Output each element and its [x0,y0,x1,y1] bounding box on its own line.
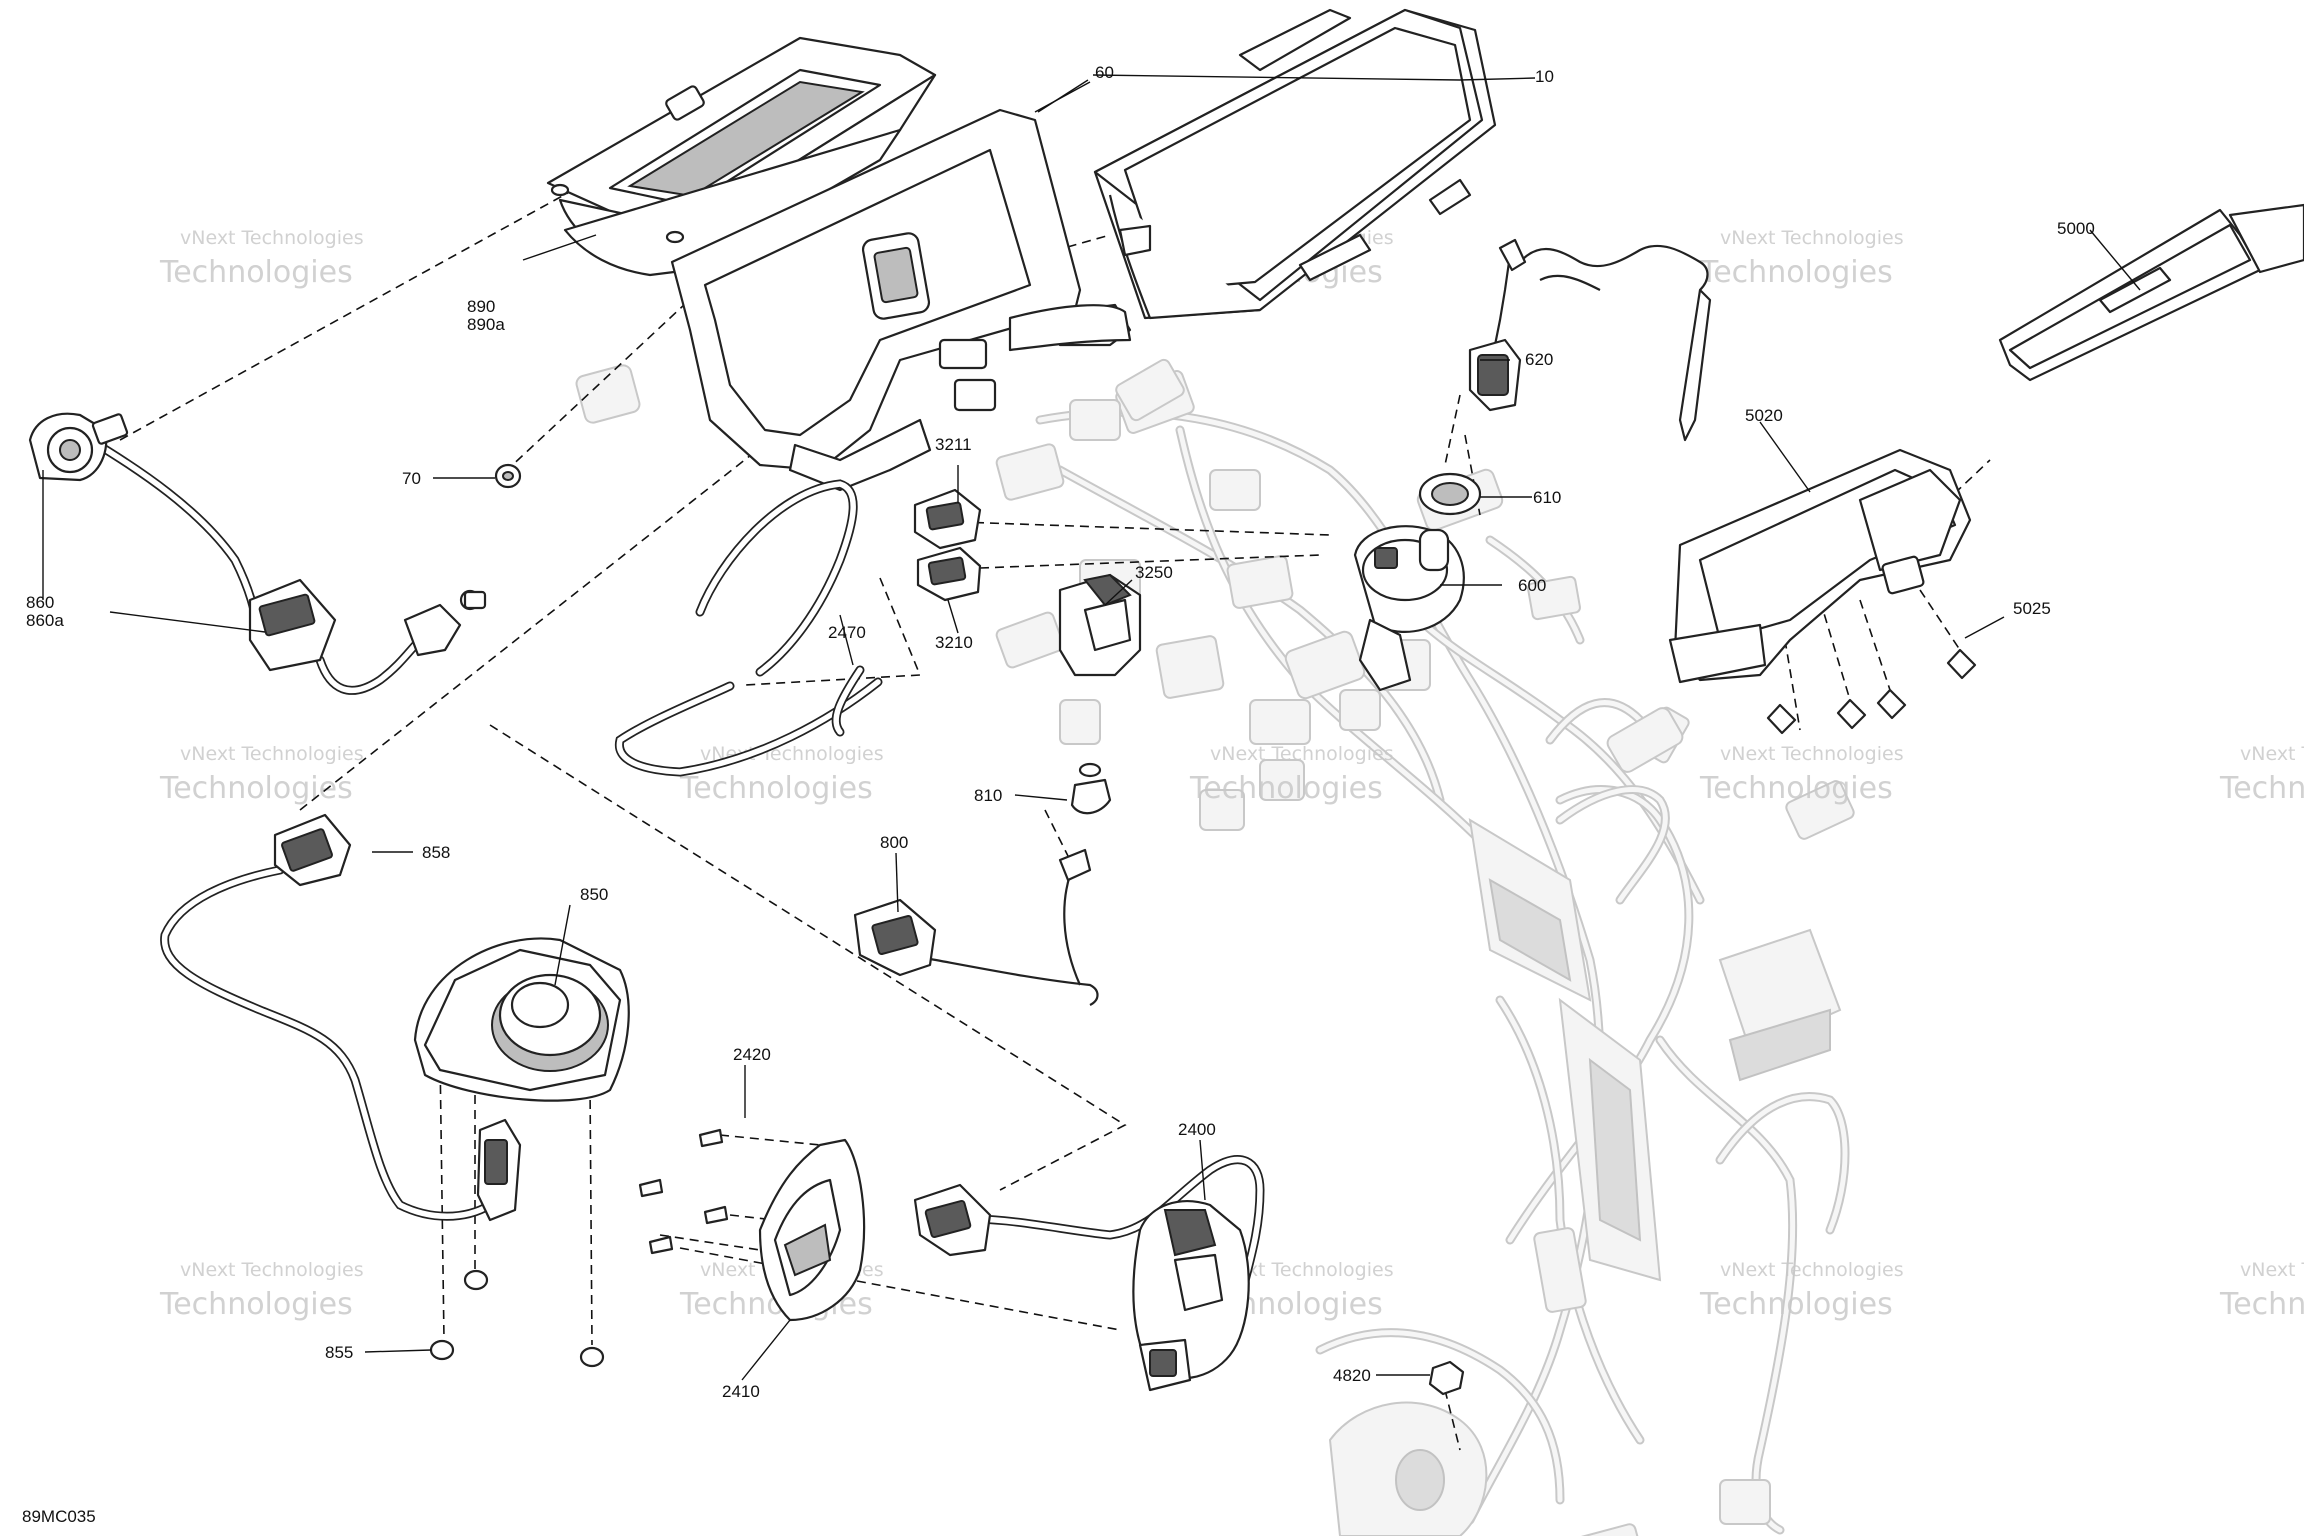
callout-600: 600 [1518,576,1546,595]
watermark: vNext Technologies [1720,743,1904,765]
callout-858: 858 [422,843,450,862]
watermark: vNext Technologies [180,227,364,249]
part-855-nuts[interactable] [429,1269,605,1368]
part-860-harness[interactable] [28,412,487,695]
watermark: Technologies [159,1287,353,1322]
watermark: vNext Technologies [1720,227,1904,249]
watermark: Technologies [1189,771,1383,806]
callout-70: 70 [402,469,421,488]
callout-810: 810 [974,786,1002,805]
callout-890: 890 [467,297,495,316]
watermark: vNext Technologies [2240,743,2304,765]
part-620-coiled-cable[interactable] [1468,238,1712,442]
watermark: vNext Technologies [1720,1259,1904,1281]
part-10-display[interactable] [1093,8,1497,320]
callout-800: 800 [880,833,908,852]
part-850-control-pad[interactable] [413,937,630,1102]
part-2400-handlebar-switch[interactable] [913,1155,1265,1392]
part-810-grommet[interactable] [1070,762,1112,815]
part-858-harness[interactable] [160,813,522,1222]
watermark: Technologies [679,771,873,806]
part-2410-cover[interactable] [758,1138,866,1322]
assembly-dashed-lines [119,119,1991,1451]
callout-3250: 3250 [1135,563,1173,582]
watermark: Technologies [1699,771,1893,806]
callout-2420: 2420 [733,1045,771,1064]
watermark: Technologies [159,255,353,290]
callout-620: 620 [1525,350,1553,369]
part-3210-connector[interactable] [916,546,982,602]
part-5020-housing[interactable] [1668,448,1972,684]
part-800-sensor-harness[interactable] [853,848,1099,1006]
diagram-code: 89MC035 [22,1507,96,1526]
callout-5025: 5025 [2013,599,2051,618]
callout-860a: 860a [26,611,64,630]
part-2420-screws[interactable] [638,1128,729,1255]
callout-610: 610 [1533,488,1561,507]
watermark: vNext Technologies [180,743,364,765]
watermark: vNext Technologies [1210,743,1394,765]
watermark: Technologies [1699,1287,1893,1322]
callout-10: 10 [1535,67,1554,86]
callout-855: 855 [325,1343,353,1362]
watermark: Technologies [2219,771,2304,806]
part-3250-switch[interactable] [1058,573,1142,677]
part-610-ring-nut[interactable] [1418,472,1482,516]
callout-5000: 5000 [2057,219,2095,238]
part-4820-nut[interactable] [1428,1360,1465,1396]
part-5000-handlebar-cover[interactable] [1998,203,2304,382]
part-5025-screws[interactable] [1766,648,1977,735]
callout-60: 60 [1095,63,1114,82]
part-70-grommet[interactable] [494,463,522,489]
part-60-bracket[interactable] [670,108,1132,492]
watermark: Technologies [2219,1287,2304,1322]
callout-860: 860 [26,593,54,612]
callout-2410: 2410 [722,1382,760,1401]
watermark: vNext Technologies [180,1259,364,1281]
watermark: vNext Technologies [2240,1259,2304,1281]
callout-4820: 4820 [1333,1366,1371,1385]
leader-lines [42,74,2141,1381]
part-3211-connector[interactable] [913,488,982,550]
callout-3211: 3211 [935,435,972,454]
ghosted-main-harness [575,358,1855,1536]
callout-2400: 2400 [1178,1120,1216,1139]
watermark: Technologies [159,771,353,806]
callout-850: 850 [580,885,608,904]
part-600-key-switch[interactable] [1353,525,1465,692]
part-890-cover[interactable] [546,36,937,277]
callout-890a: 890a [467,315,505,334]
part-2470-hose[interactable] [614,479,883,777]
callout-5020: 5020 [1745,406,1783,425]
watermark: Technologies [1699,255,1893,290]
callout-labels: 10 60 70 800 810 850 855 858 860 860a 89… [22,63,2095,1526]
callout-3210: 3210 [935,633,973,652]
callout-2470: 2470 [828,623,866,642]
watermark: vNext Technologies [1210,1259,1394,1281]
